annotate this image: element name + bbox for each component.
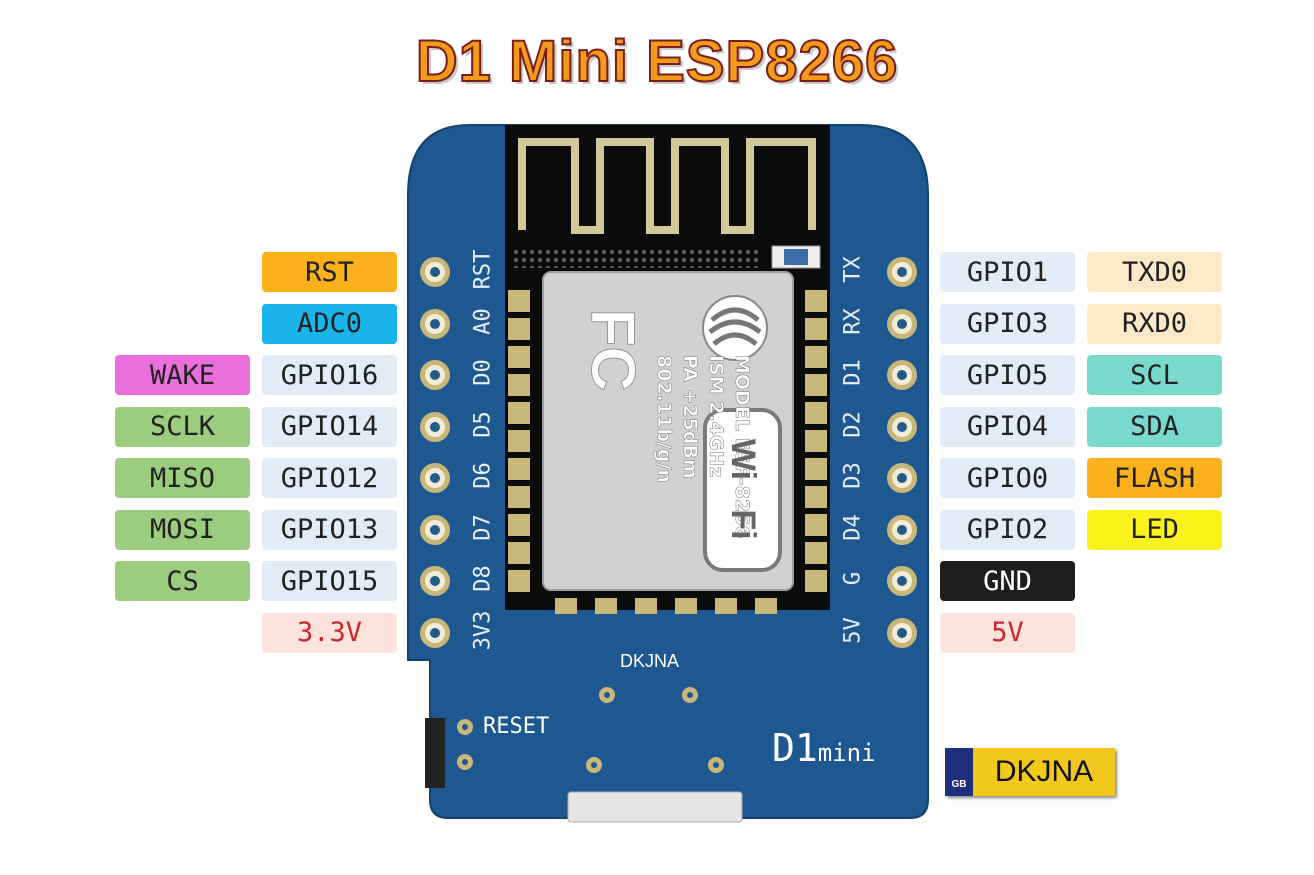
module-pads-bottom [555, 598, 777, 614]
func-label-right: RXD0 [1087, 303, 1222, 344]
gpio-label-left: GPIO16 [262, 355, 397, 395]
silk-label-left: D0 [470, 359, 496, 386]
silk-label-right: G [840, 571, 866, 586]
module-model-label: MODEL [731, 355, 754, 431]
pin-hole-left [420, 308, 450, 339]
silk-label-left: D6 [470, 462, 496, 489]
pin-hole-right [887, 463, 917, 493]
reset-label: RESET [483, 714, 550, 739]
silk-label-right: RX [840, 307, 866, 335]
func-label-left: CS [115, 561, 250, 601]
pin-hole-left [420, 617, 450, 648]
gpio-label-left: 3.3V [262, 612, 397, 653]
func-label-left: SCLK [115, 406, 250, 447]
module-power-label: PA +25dBm [679, 355, 702, 479]
module-fc-mark: FC [578, 308, 648, 392]
pin-hole-left [420, 411, 450, 442]
wifi-text-top: Wi [724, 438, 762, 481]
pin-hole-right [887, 308, 917, 339]
badge-name: DKJNA [973, 748, 1115, 796]
func-label-left: MISO [115, 458, 250, 498]
board-name: D1mini [772, 726, 876, 770]
pin-hole-left [420, 360, 450, 390]
pin-hole-left [420, 257, 450, 287]
pin-hole-left [420, 514, 450, 545]
silk-label-right: D4 [840, 513, 866, 541]
silk-label-left: D8 [470, 565, 496, 592]
page-title: D1 Mini ESP8266 [415, 28, 899, 95]
silk-label-right: D2 [840, 410, 866, 438]
reset-button [425, 718, 445, 788]
module-dots [512, 250, 762, 268]
func-label-right: SDA [1087, 406, 1222, 447]
board-brand-text: DKJNA [620, 651, 680, 671]
brand-badge: GB DKJNA [945, 748, 1115, 796]
module-pads-right [805, 290, 827, 592]
gpio-label-right: GPIO0 [940, 458, 1075, 498]
silk-label-right: TX [840, 256, 866, 283]
gpio-label-left: GPIO12 [262, 458, 397, 498]
wifi-text-bottom: Fi [724, 509, 762, 540]
silk-label-left: 3V3 [470, 610, 496, 650]
silk-label-left: D7 [470, 513, 496, 541]
pin-hole-right [887, 617, 917, 648]
module-std-label: 802.11b/g/n [653, 355, 676, 483]
silk-label-left: A0 [470, 307, 496, 335]
wifi-logo-icon [703, 408, 782, 572]
gpio-label-right: GPIO3 [940, 303, 1075, 344]
func-label-right: LED [1087, 509, 1222, 550]
pin-hole-right [887, 514, 917, 545]
func-label-left: WAKE [115, 355, 250, 395]
gpio-label-left: GPIO15 [262, 561, 397, 601]
board-name-small: mini [817, 739, 876, 767]
func-label-left: ADC0 [262, 303, 397, 344]
pin-hole-right [887, 360, 917, 390]
func-label-left: MOSI [115, 509, 250, 550]
func-label-left: RST [262, 252, 397, 292]
gpio-label-right: GND [940, 561, 1075, 601]
pin-hole-right [887, 257, 917, 287]
func-label-right: SCL [1087, 355, 1222, 395]
module-pads-left [508, 290, 530, 592]
silk-label-right: D3 [840, 462, 866, 489]
func-label-right: FLASH [1087, 458, 1222, 498]
badge-flag: GB [945, 748, 973, 796]
silk-label-right: D1 [840, 359, 866, 386]
board-name-big: D1 [772, 726, 818, 770]
micro-usb-connector [567, 791, 743, 823]
pin-hole-right [887, 566, 917, 596]
gpio-label-left: GPIO14 [262, 406, 397, 447]
silk-label-right: 5V [840, 616, 866, 644]
gpio-label-right: 5V [940, 612, 1075, 653]
silk-label-left: D5 [470, 410, 496, 438]
gpio-label-right: GPIO5 [940, 355, 1075, 395]
silk-label-left: RST [470, 249, 496, 290]
gpio-label-left: GPIO13 [262, 509, 397, 550]
pin-hole-left [420, 566, 450, 596]
func-label-right: TXD0 [1087, 252, 1222, 292]
pin-hole-left [420, 463, 450, 493]
gpio-label-right: GPIO1 [940, 252, 1075, 292]
gpio-label-right: GPIO2 [940, 509, 1075, 550]
pin-hole-right [887, 411, 917, 442]
gpio-label-right: GPIO4 [940, 406, 1075, 447]
antenna-trace [518, 138, 816, 234]
